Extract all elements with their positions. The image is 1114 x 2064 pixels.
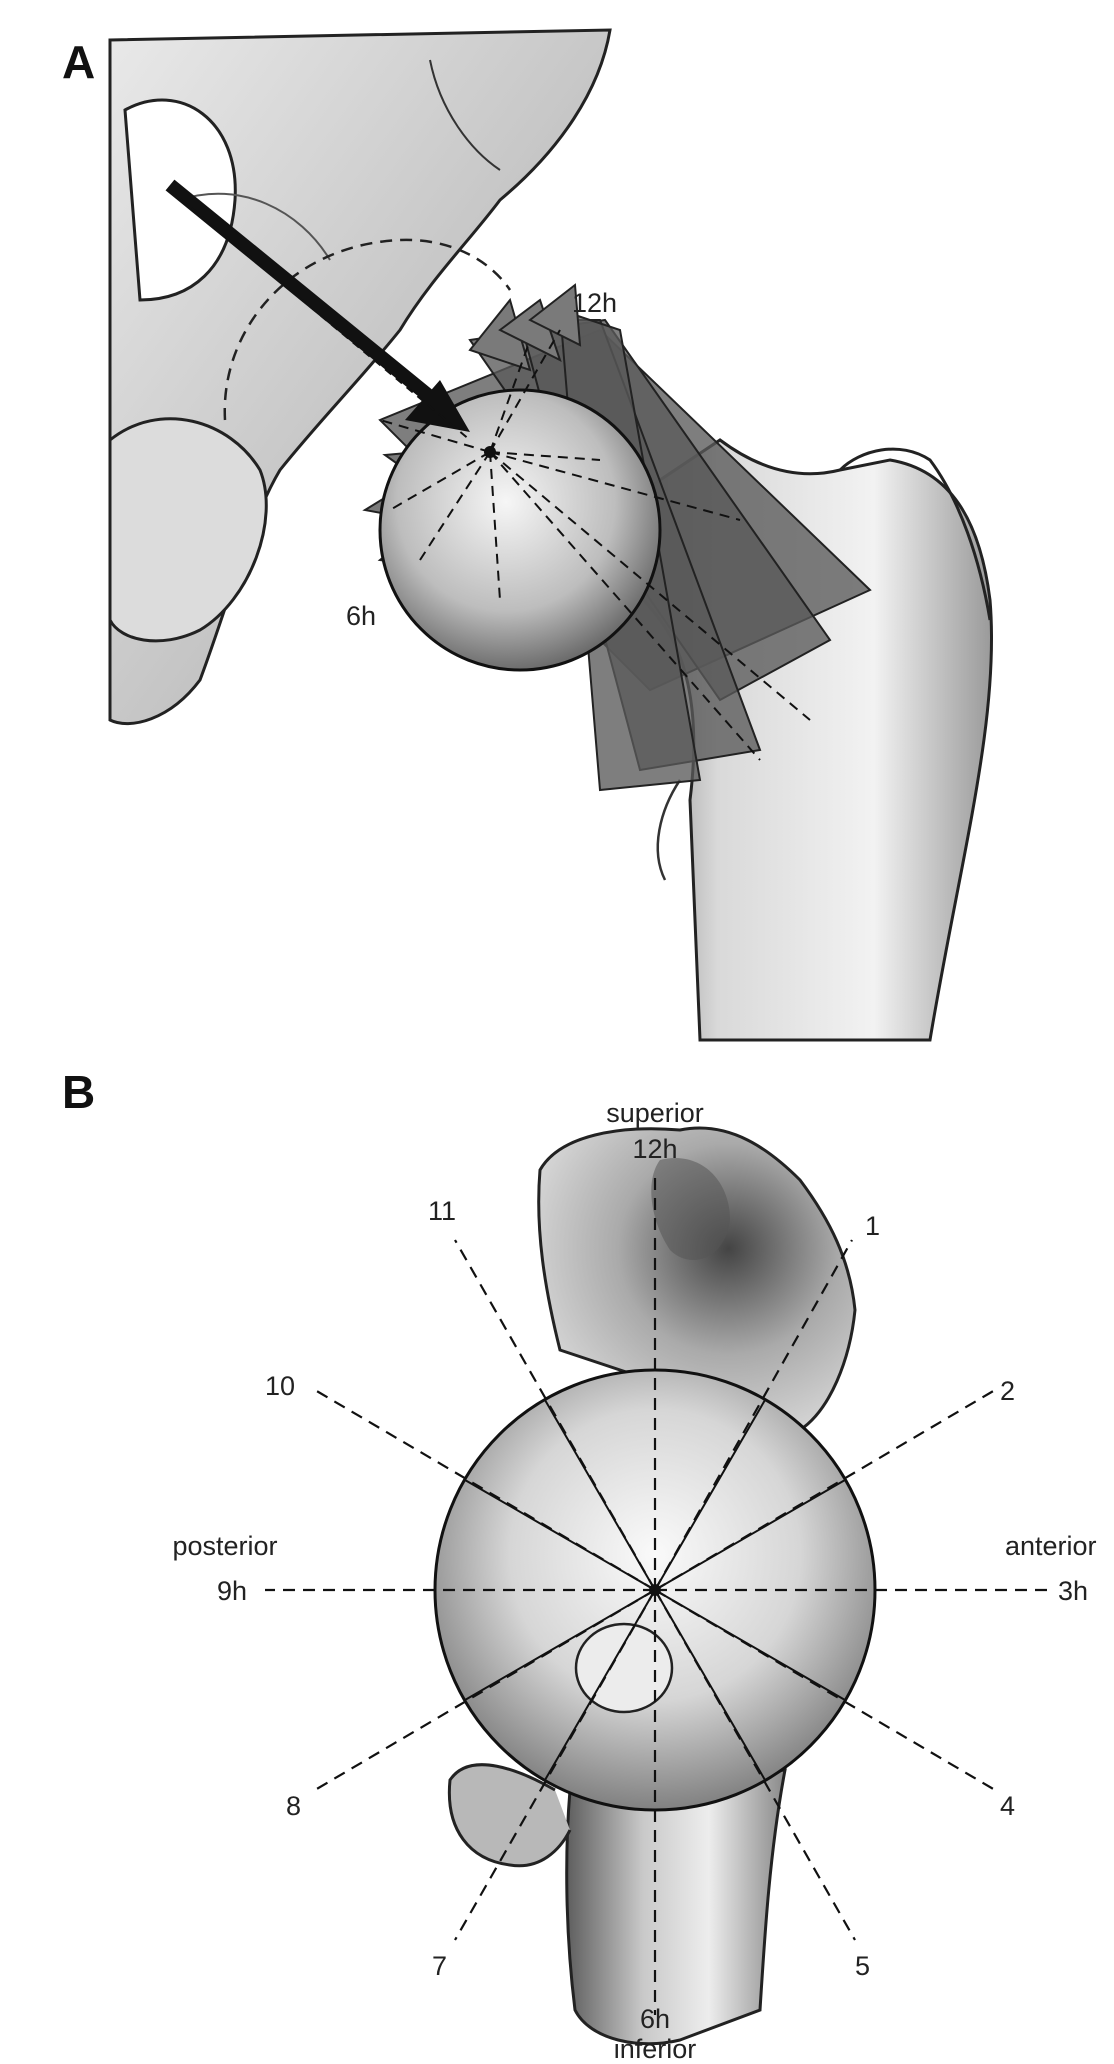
- clock-8-label: 8: [286, 1791, 301, 1821]
- inferior-6h-label: 6h: [640, 2004, 670, 2034]
- fovea-capitis: [576, 1624, 672, 1712]
- head-center: [649, 1584, 661, 1596]
- lesser-trochanter: [658, 780, 680, 880]
- center-point: [484, 446, 496, 458]
- panel-b-label: B: [62, 1066, 95, 1118]
- panel-a-label: A: [62, 36, 95, 88]
- plane-6h-label: 6h: [346, 601, 376, 631]
- clock-11-label: 11: [428, 1196, 456, 1226]
- panel-a-svg: A 12h 6h: [0, 0, 1114, 1050]
- panel-b-clock-face: B superior 12h 6h inferior posterior 9h …: [0, 1050, 1114, 2064]
- anterior-label: anterior: [1005, 1531, 1097, 1561]
- clock-2-label: 2: [1000, 1376, 1015, 1406]
- posterior-9h-label: 9h: [217, 1576, 247, 1606]
- femoral-neck: [567, 1770, 785, 2044]
- clock-7-label: 7: [432, 1951, 447, 1981]
- anterior-3h-label: 3h: [1058, 1576, 1088, 1606]
- clock-1-label: 1: [865, 1211, 880, 1241]
- inferior-label: inferior: [614, 2034, 697, 2064]
- ischium: [110, 419, 266, 641]
- superior-12h-label: 12h: [632, 1134, 677, 1164]
- clock-5-label: 5: [855, 1951, 870, 1981]
- posterior-label: posterior: [172, 1531, 277, 1561]
- panel-a-hip-illustration: A 12h 6h: [0, 0, 1114, 1050]
- superior-label: superior: [606, 1098, 704, 1128]
- clock-4-label: 4: [1000, 1791, 1015, 1821]
- plane-12h-label: 12h: [572, 288, 617, 318]
- panel-b-svg: B superior 12h 6h inferior posterior 9h …: [0, 1050, 1114, 2064]
- clock-10-label: 10: [265, 1371, 295, 1401]
